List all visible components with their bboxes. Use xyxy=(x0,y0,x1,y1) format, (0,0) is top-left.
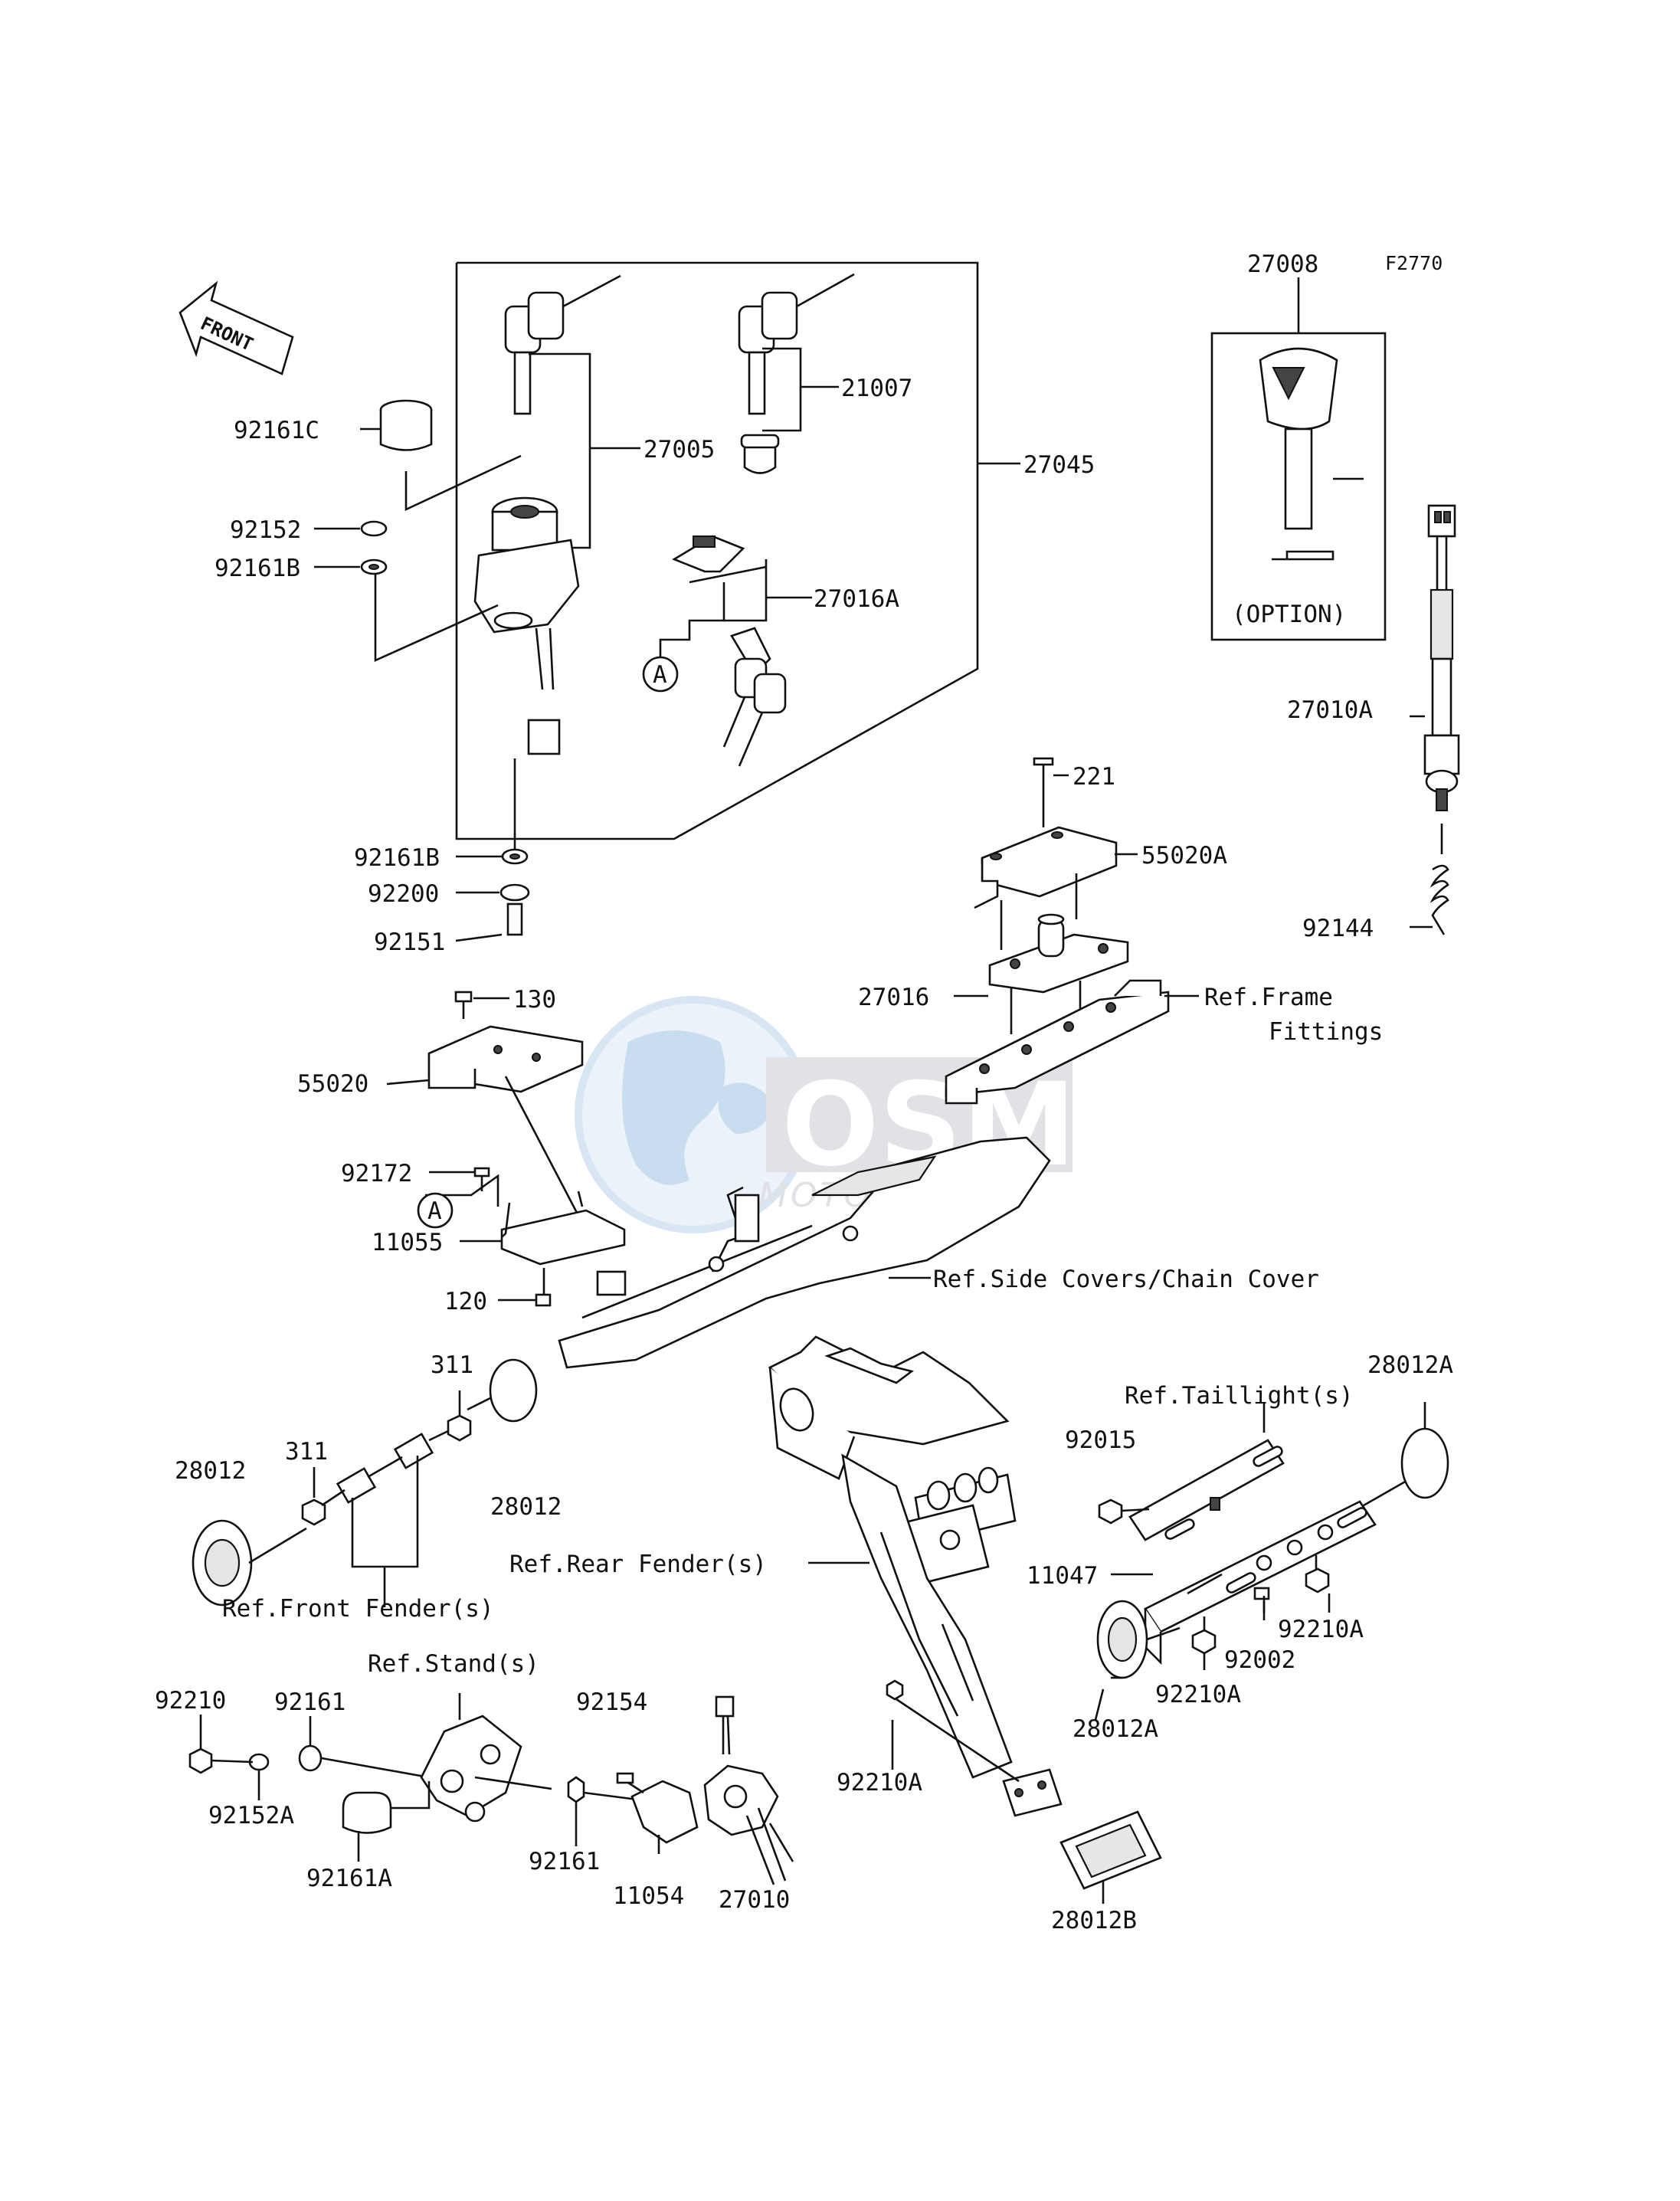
rear-fender xyxy=(768,1335,1063,1817)
label-92161a: 92161A xyxy=(306,1865,392,1892)
label-28012b: 28012B xyxy=(1051,1907,1137,1934)
bracket-27016 xyxy=(988,913,1129,1034)
side-stand-switch xyxy=(188,1695,794,1885)
leader-lines xyxy=(199,477,1433,1904)
label-ref-frame-2: Fittings xyxy=(1269,1018,1383,1046)
key-set-21007 xyxy=(738,273,855,474)
label-28012-mid: 28012 xyxy=(490,1493,562,1521)
label-ref-rear-fender: Ref.Rear Fender(s) xyxy=(509,1551,767,1578)
part-labels: 27008 92161C 27005 21007 27045 92152 921… xyxy=(155,251,1453,1934)
figure-code: F2770 xyxy=(1385,252,1443,274)
frame-fittings-bracket xyxy=(945,979,1170,1105)
reflector-28012b xyxy=(886,1679,1162,1890)
label-ref-frame-1: Ref.Frame xyxy=(1204,984,1333,1011)
label-27005: 27005 xyxy=(644,436,715,463)
label-92172: 92172 xyxy=(341,1160,412,1187)
label-92210a-low: 92210A xyxy=(837,1769,922,1797)
label-11047: 11047 xyxy=(1027,1562,1098,1590)
label-27045: 27045 xyxy=(1023,451,1095,479)
key-set-27005 xyxy=(504,274,621,415)
label-11054: 11054 xyxy=(613,1882,684,1910)
license-bracket-11047 xyxy=(1144,1473,1418,1665)
label-27008: 27008 xyxy=(1247,251,1318,278)
front-arrow-icon: FRONT xyxy=(178,280,294,375)
option-key-box: (OPTION) xyxy=(1210,277,1387,641)
fender-studs xyxy=(301,1390,472,1607)
washers-left xyxy=(314,520,388,575)
label-55020: 55020 xyxy=(297,1070,368,1098)
label-92200: 92200 xyxy=(368,880,439,908)
label-92161b-top: 92161B xyxy=(215,555,300,582)
kit-outline-27045 xyxy=(455,261,1020,840)
label-92154: 92154 xyxy=(576,1688,647,1716)
label-130: 130 xyxy=(513,986,556,1014)
label-28012-left: 28012 xyxy=(175,1457,246,1485)
nuts-right xyxy=(1098,1498,1330,1655)
label-27016a: 27016A xyxy=(814,585,899,613)
ref-a-marker-bottom: A xyxy=(427,1197,442,1225)
cover-55020 xyxy=(427,991,595,1246)
label-92015: 92015 xyxy=(1065,1426,1136,1454)
bracket-55020a xyxy=(974,757,1118,950)
holder-27016a: A xyxy=(642,535,812,767)
label-ref-stand: Ref.Stand(s) xyxy=(368,1650,539,1678)
reflector-28012-left xyxy=(192,1519,307,1607)
option-label: (OPTION) xyxy=(1232,601,1346,628)
taillight-bracket xyxy=(1128,1402,1285,1541)
label-ref-taillight: Ref.Taillight(s) xyxy=(1125,1382,1354,1410)
collar-92161c xyxy=(360,399,433,451)
kawasaki-key-icon xyxy=(1259,347,1338,431)
label-28012a-right: 28012A xyxy=(1367,1351,1453,1379)
label-11055: 11055 xyxy=(372,1229,443,1256)
label-221: 221 xyxy=(1073,763,1115,791)
label-92210: 92210 xyxy=(155,1687,226,1715)
label-92144: 92144 xyxy=(1302,915,1374,942)
label-55020a: 55020A xyxy=(1141,842,1227,870)
label-120: 120 xyxy=(444,1288,487,1315)
label-311-a: 311 xyxy=(431,1351,473,1379)
brake-switch-27010a xyxy=(1423,504,1460,935)
label-92210a-r2: 92210A xyxy=(1155,1681,1241,1708)
reflector-28012a-right xyxy=(1400,1402,1449,1499)
label-92161: 92161 xyxy=(529,1848,600,1875)
label-27010: 27010 xyxy=(719,1886,790,1914)
ref-a-marker-top: A xyxy=(653,661,667,689)
label-92152a: 92152A xyxy=(208,1802,294,1829)
side-cover-assembly xyxy=(558,1136,1051,1369)
reflector-28012-mid xyxy=(467,1358,538,1423)
label-92002: 92002 xyxy=(1224,1646,1295,1674)
label-27016: 27016 xyxy=(858,984,929,1011)
bracket-11055: A xyxy=(417,1174,626,1307)
label-28012a-low: 28012A xyxy=(1073,1715,1158,1743)
ignition-switch xyxy=(374,454,580,849)
label-92161b-mid: 92161B xyxy=(354,844,440,872)
washers-center xyxy=(455,848,530,942)
label-21007: 21007 xyxy=(841,375,912,402)
label-27010a: 27010A xyxy=(1287,696,1373,724)
label-ref-front-fender: Ref.Front Fender(s) xyxy=(222,1595,494,1623)
label-92161c: 92161C xyxy=(234,417,319,444)
label-92161-a: 92161 xyxy=(274,1688,345,1716)
label-92151: 92151 xyxy=(374,929,445,956)
label-311-b: 311 xyxy=(285,1438,328,1466)
reflector-28012a-low xyxy=(1096,1600,1181,1679)
label-92210a-r1: 92210A xyxy=(1278,1616,1364,1643)
label-ref-side-covers: Ref.Side Covers/Chain Cover xyxy=(933,1266,1319,1293)
label-92152: 92152 xyxy=(230,516,301,544)
